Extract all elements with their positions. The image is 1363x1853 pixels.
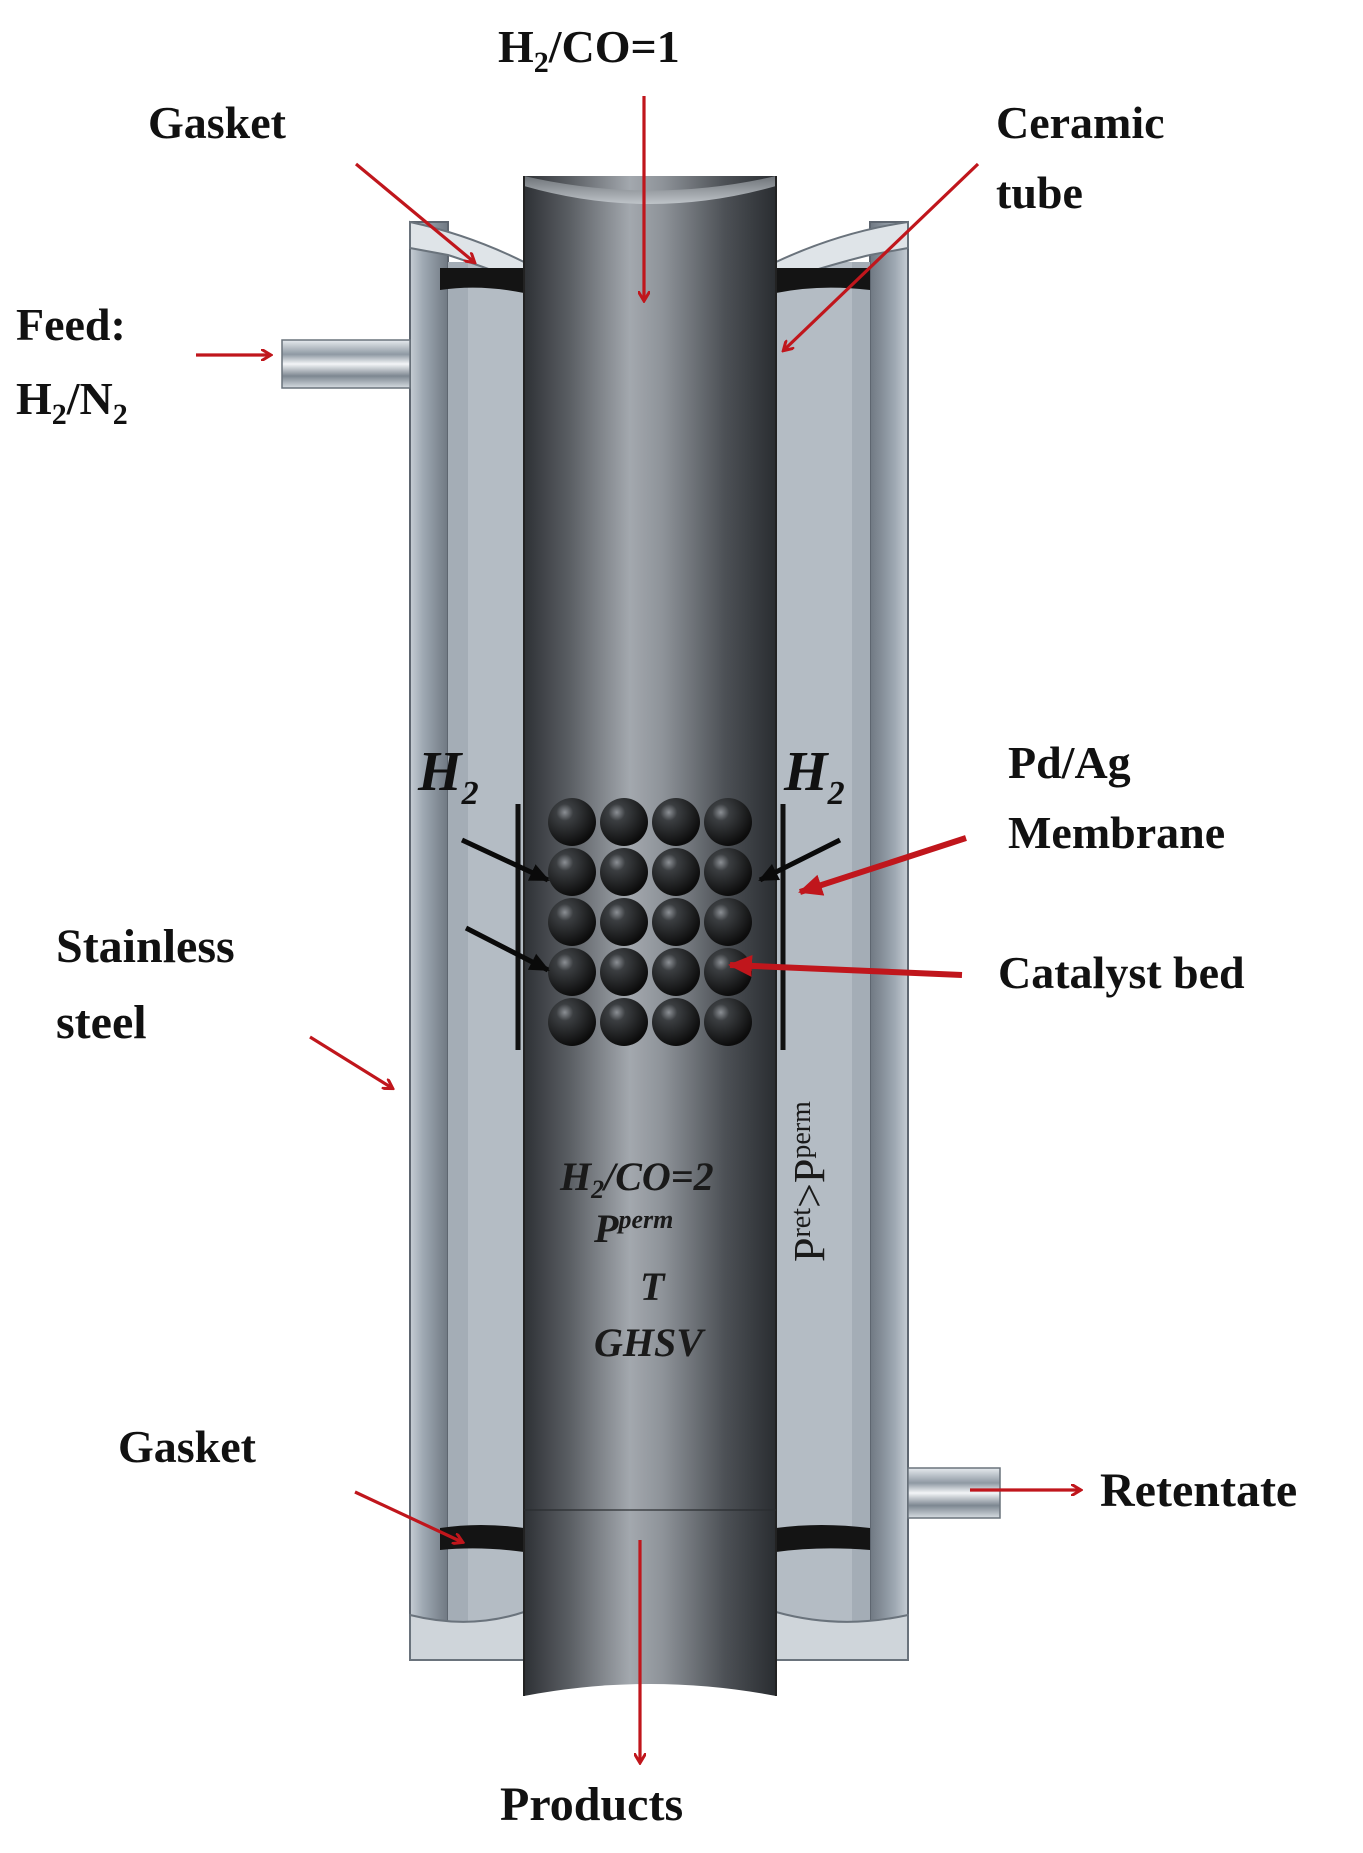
gasket-bottom-arrow xyxy=(354,1490,462,1542)
catalyst-particle xyxy=(600,798,648,846)
catalyst-particle xyxy=(600,998,648,1046)
temperature-label: T xyxy=(640,1264,666,1309)
catalyst-bed xyxy=(548,798,752,1046)
ghsv-label: GHSV xyxy=(594,1320,706,1365)
stainless-steel-shell xyxy=(409,220,909,1661)
catalyst-particle xyxy=(704,898,752,946)
feed-label-line2: H2/N2 xyxy=(16,373,128,431)
membrane-label-line1: Pd/Ag xyxy=(1008,737,1131,788)
stainless-label-line2: steel xyxy=(56,996,147,1049)
gasket-top-label: Gasket xyxy=(148,97,287,148)
h2-right-label: H2 xyxy=(783,741,845,812)
catalyst-particle xyxy=(652,948,700,996)
top-gaskets xyxy=(440,268,870,293)
catalyst-particle xyxy=(652,998,700,1046)
pd-ag-membrane xyxy=(515,804,786,1050)
h2-arrow-right xyxy=(758,837,842,883)
stainless-label-line1: Stainless xyxy=(56,920,235,973)
h2-left-label: H2 xyxy=(417,741,479,812)
feed-port xyxy=(281,339,411,389)
membrane-arrow xyxy=(798,835,967,896)
catalyst-label: Catalyst bed xyxy=(998,947,1245,998)
catalyst-particle xyxy=(600,948,648,996)
catalyst-particle xyxy=(652,848,700,896)
feed-label-line1: Feed: xyxy=(16,299,126,350)
gasket-bottom-label: Gasket xyxy=(118,1421,257,1472)
retentate-port xyxy=(907,1467,1001,1519)
labels: H2/CO=1 Gasket Ceramic tube Feed: H2/N2 … xyxy=(16,21,1297,1831)
catalyst-particle xyxy=(704,798,752,846)
ceramic-tube-arrow xyxy=(784,162,980,350)
catalyst-particle xyxy=(600,848,648,896)
catalyst-particle xyxy=(652,898,700,946)
stainless-steel-arrow xyxy=(309,1035,392,1088)
h2-permeation-arrows xyxy=(460,837,842,973)
catalyst-particle xyxy=(704,998,752,1046)
retentate-label: Retentate xyxy=(1100,1464,1297,1517)
inlet-label: H2/CO=1 xyxy=(498,21,680,79)
products-label: Products xyxy=(500,1778,683,1831)
catalyst-particle xyxy=(600,898,648,946)
gasket-top-arrow xyxy=(354,162,474,262)
ceramic-tube-label-line2: tube xyxy=(996,167,1083,218)
h2-arrow-left-upper xyxy=(460,837,550,883)
annotation-arrows xyxy=(196,96,1080,1762)
bottom-gaskets xyxy=(440,1525,870,1552)
ceramic-tube-label-line1: Ceramic xyxy=(996,97,1165,148)
catalyst-particle xyxy=(704,948,752,996)
p-perm-label: Pperm xyxy=(593,1205,673,1251)
catalyst-particle xyxy=(548,948,596,996)
catalyst-particle xyxy=(704,848,752,896)
pressure-relation-label: Pret>Pperm xyxy=(785,1101,834,1262)
membrane-label-line2: Membrane xyxy=(1008,807,1225,858)
catalyst-particle xyxy=(548,798,596,846)
inner-conditions: H2/CO=2 Pperm T GHSV xyxy=(559,1154,714,1365)
catalyst-arrow xyxy=(728,954,963,978)
inner-ratio-label: H2/CO=2 xyxy=(559,1154,714,1204)
catalyst-particle xyxy=(548,848,596,896)
h2-arrow-left-lower xyxy=(464,925,550,973)
catalyst-particle xyxy=(652,798,700,846)
catalyst-particle xyxy=(548,898,596,946)
catalyst-particle xyxy=(548,998,596,1046)
